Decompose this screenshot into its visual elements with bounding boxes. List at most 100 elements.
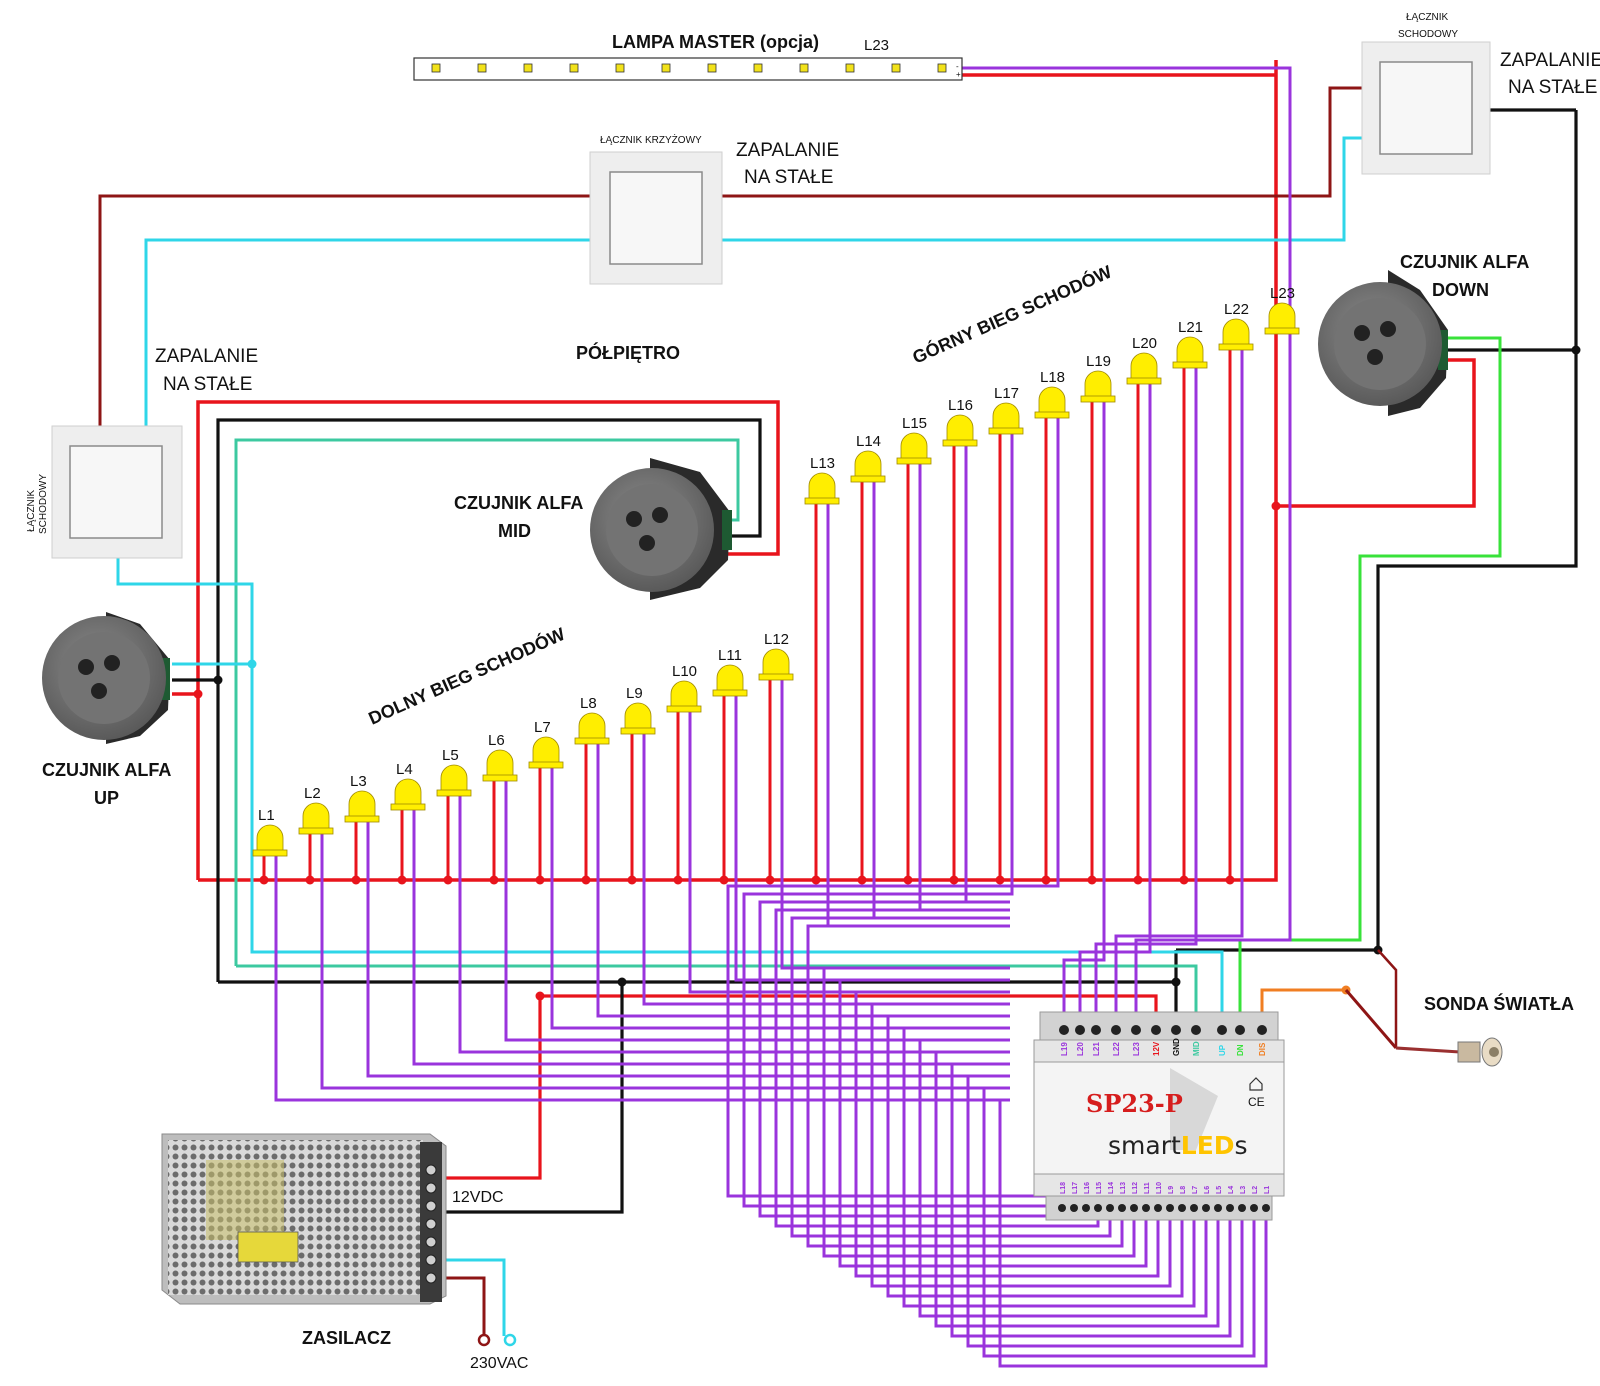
terminal-bottom (1262, 1204, 1270, 1212)
led-label: L1 (258, 807, 275, 824)
led-signal-top (1114, 350, 1244, 1030)
led-signal-route (950, 1062, 1232, 1338)
led-label: L17 (994, 385, 1019, 402)
led-label: L8 (580, 695, 597, 712)
controller-brand: smartLEDs (1108, 1131, 1248, 1160)
stair-switch-left[interactable] (51, 425, 183, 559)
led-17: L17 (988, 385, 1024, 435)
led-label: L10 (672, 663, 697, 680)
sensor-up-label-2: UP (94, 788, 119, 808)
vdc-label: 12VDC (452, 1189, 504, 1206)
strip-led-dot (523, 63, 533, 73)
junction-dot (1179, 875, 1189, 885)
led-signal-route (966, 1074, 1244, 1348)
led-signal-route (982, 1086, 1256, 1358)
led-21: L21 (1172, 319, 1208, 369)
junction-dot (535, 991, 545, 1001)
junction-dot (1171, 977, 1181, 987)
sensor-mid-signal (234, 438, 740, 966)
strip-led-dot (569, 63, 579, 73)
cross-switch[interactable] (589, 151, 723, 285)
gnd-mid (216, 418, 762, 982)
power-supply (161, 1133, 447, 1305)
probe-red (1344, 989, 1398, 1049)
terminal-bottom-label: L11 (1144, 1182, 1151, 1194)
led-label: L5 (442, 747, 459, 764)
led-label: L11 (718, 647, 742, 664)
terminal-top-label: L21 (1092, 1042, 1101, 1056)
sensor-up-label-1: CZUJNIK ALFA (42, 760, 171, 780)
led-signal-route (838, 978, 1148, 1268)
terminal-bottom-label: L2 (1252, 1186, 1259, 1194)
stair-switch-top-right[interactable] (1361, 41, 1491, 175)
junction-dot (903, 875, 913, 885)
ac-line (444, 1276, 486, 1336)
led-5: L5 (436, 747, 472, 797)
terminal-bottom-label: L13 (1120, 1182, 1127, 1194)
ac-neutral-terminal (503, 1333, 517, 1347)
junction-dot (1271, 501, 1281, 511)
junction-dot (213, 675, 223, 685)
terminal-bottom (1178, 1204, 1186, 1212)
led-label: L2 (304, 785, 321, 802)
terminal-top-label: L23 (1132, 1042, 1141, 1056)
terminal-bottom (1166, 1204, 1174, 1212)
led-20: L20 (1126, 335, 1162, 385)
lamp-master-id: L23 (864, 37, 889, 54)
terminal-top (1191, 1025, 1201, 1035)
junction-dot (1571, 345, 1581, 355)
top-switch-on-const-1: ZAPALANIE (1500, 50, 1600, 71)
plus-mid-sensor (196, 400, 780, 880)
terminal-top (1257, 1025, 1267, 1035)
terminal-top (1171, 1025, 1181, 1035)
junction-dot (489, 875, 499, 885)
terminal-bottom (1142, 1204, 1150, 1212)
led-12: L12 (758, 631, 794, 681)
psu-terminal (425, 1218, 437, 1230)
terminal-bottom (1214, 1204, 1222, 1212)
sensor-mid-label-1: CZUJNIK ALFA (454, 493, 583, 513)
junction-dot (673, 875, 683, 885)
led-signal-route (934, 1050, 1220, 1328)
terminal-bottom-label: L16 (1084, 1182, 1091, 1194)
led-signal-route (902, 1026, 1196, 1308)
terminal-top-label: DN (1236, 1044, 1245, 1056)
led-signal-route (886, 1014, 1184, 1298)
led-signal (964, 446, 1010, 904)
terminal-bottom-label: L3 (1240, 1186, 1247, 1194)
led-6: L6 (482, 732, 518, 782)
psu-label: ZASILACZ (302, 1328, 391, 1348)
led-signal (1010, 434, 1014, 896)
ac-line-terminal (477, 1333, 491, 1347)
led-label: L4 (396, 761, 413, 778)
led-signal (274, 856, 1010, 1102)
svg-text:-: - (956, 62, 959, 71)
ac-neutral (444, 1258, 506, 1336)
junction-dot (1133, 875, 1143, 885)
sensor-mid-signal-bus (236, 964, 1198, 1030)
led-19: L19 (1080, 353, 1116, 403)
terminal-top-label: DIS (1258, 1042, 1267, 1056)
led-label: L16 (948, 397, 973, 414)
led-label: L13 (810, 455, 835, 472)
terminal-bottom (1106, 1204, 1114, 1212)
led-13: L13 (804, 455, 840, 505)
junction-dot (351, 875, 361, 885)
junction-dot (995, 875, 1005, 885)
cross-right-red (722, 86, 1362, 198)
terminal-bottom-label: L12 (1132, 1182, 1139, 1194)
led-label: L6 (488, 732, 505, 749)
terminal-top (1217, 1025, 1227, 1035)
terminal-top (1059, 1025, 1069, 1035)
left-switch-red (98, 194, 590, 426)
led-9: L9 (620, 685, 656, 735)
strip-led-dot (615, 63, 625, 73)
terminal-bottom-label: L1 (1264, 1186, 1271, 1194)
stair-switch-top-title: ŁĄCZNIK (1406, 12, 1449, 23)
sensor-mid-label-2: MID (498, 521, 531, 541)
strip-led-dot (477, 63, 487, 73)
led-signal (872, 482, 1010, 920)
terminal-top-label: UP (1218, 1044, 1227, 1056)
terminal-top (1151, 1025, 1161, 1035)
left-switch-title2: SCHODOWY (38, 474, 49, 534)
